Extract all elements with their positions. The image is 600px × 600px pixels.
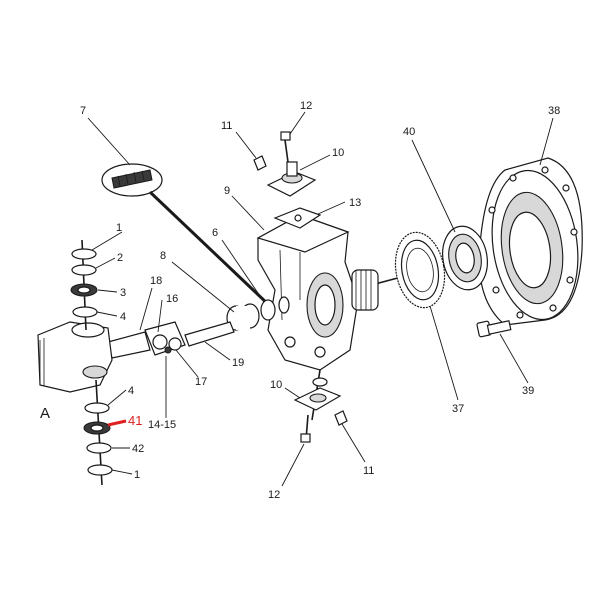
callout-labels: 7 11 12 10 40 38 9 13 1 2 6 8 3 18 16 4 …	[40, 100, 560, 501]
part-40-bearing	[442, 225, 488, 291]
part-9-knuckle-housing	[256, 214, 379, 371]
callout-1-top: 1	[116, 222, 122, 234]
part-8-bushing	[226, 303, 260, 331]
callout-18: 18	[150, 275, 162, 287]
part-16-universal-joint	[107, 321, 186, 359]
callout-37: 37	[452, 403, 464, 415]
part-12-top-bolt	[280, 131, 291, 163]
callout-39: 39	[522, 385, 534, 397]
callout-38: 38	[548, 105, 560, 117]
part-37-ring-gear	[394, 231, 446, 309]
callout-4-top: 4	[120, 311, 126, 323]
part-39-bolt	[476, 320, 512, 338]
callout-1-bottom: 1	[134, 469, 140, 481]
part-11-top-nipple	[253, 155, 267, 171]
callout-6: 6	[212, 227, 218, 239]
view-label-a: A	[40, 405, 50, 422]
callout-11-top: 11	[221, 120, 232, 132]
callout-42: 42	[132, 443, 144, 455]
part-12-bottom-bolt	[300, 414, 311, 443]
callout-40: 40	[403, 126, 415, 138]
callout-10-bottom: 10	[270, 379, 282, 391]
part-19-axle-shaft	[184, 321, 235, 347]
part-axle-housing-a	[37, 321, 113, 393]
callout-12-top: 12	[300, 100, 312, 112]
callout-19: 19	[232, 357, 244, 369]
callout-17: 17	[195, 376, 207, 388]
highlight-leader-41	[107, 419, 127, 427]
leader-lines	[87, 111, 554, 487]
callout-9: 9	[224, 185, 230, 197]
callout-12-bottom: 12	[268, 489, 280, 501]
left-upper-washer-stack	[70, 239, 98, 331]
part-38-flange-hub	[478, 157, 583, 326]
part-13-gasket	[273, 207, 322, 229]
callout-16: 16	[166, 293, 178, 305]
callout-2: 2	[117, 252, 123, 264]
callout-3: 3	[120, 287, 126, 299]
part-10-bottom-cap	[293, 369, 342, 421]
callout-13: 13	[349, 197, 361, 209]
left-lower-washer-stack	[83, 379, 113, 486]
callout-41-highlighted: 41	[128, 413, 142, 428]
part-6-o-ring	[260, 296, 290, 321]
callout-7: 7	[80, 105, 86, 117]
callout-14-15: 14-15	[148, 419, 176, 431]
callout-8: 8	[160, 250, 166, 262]
callout-4-bottom: 4	[128, 385, 134, 397]
part-10-top-cap	[266, 161, 317, 197]
callout-11-bottom: 11	[363, 465, 374, 477]
callout-10-top: 10	[332, 147, 344, 159]
part-11-bottom-nipple	[334, 410, 348, 426]
part-7-detail-seal	[101, 163, 272, 308]
